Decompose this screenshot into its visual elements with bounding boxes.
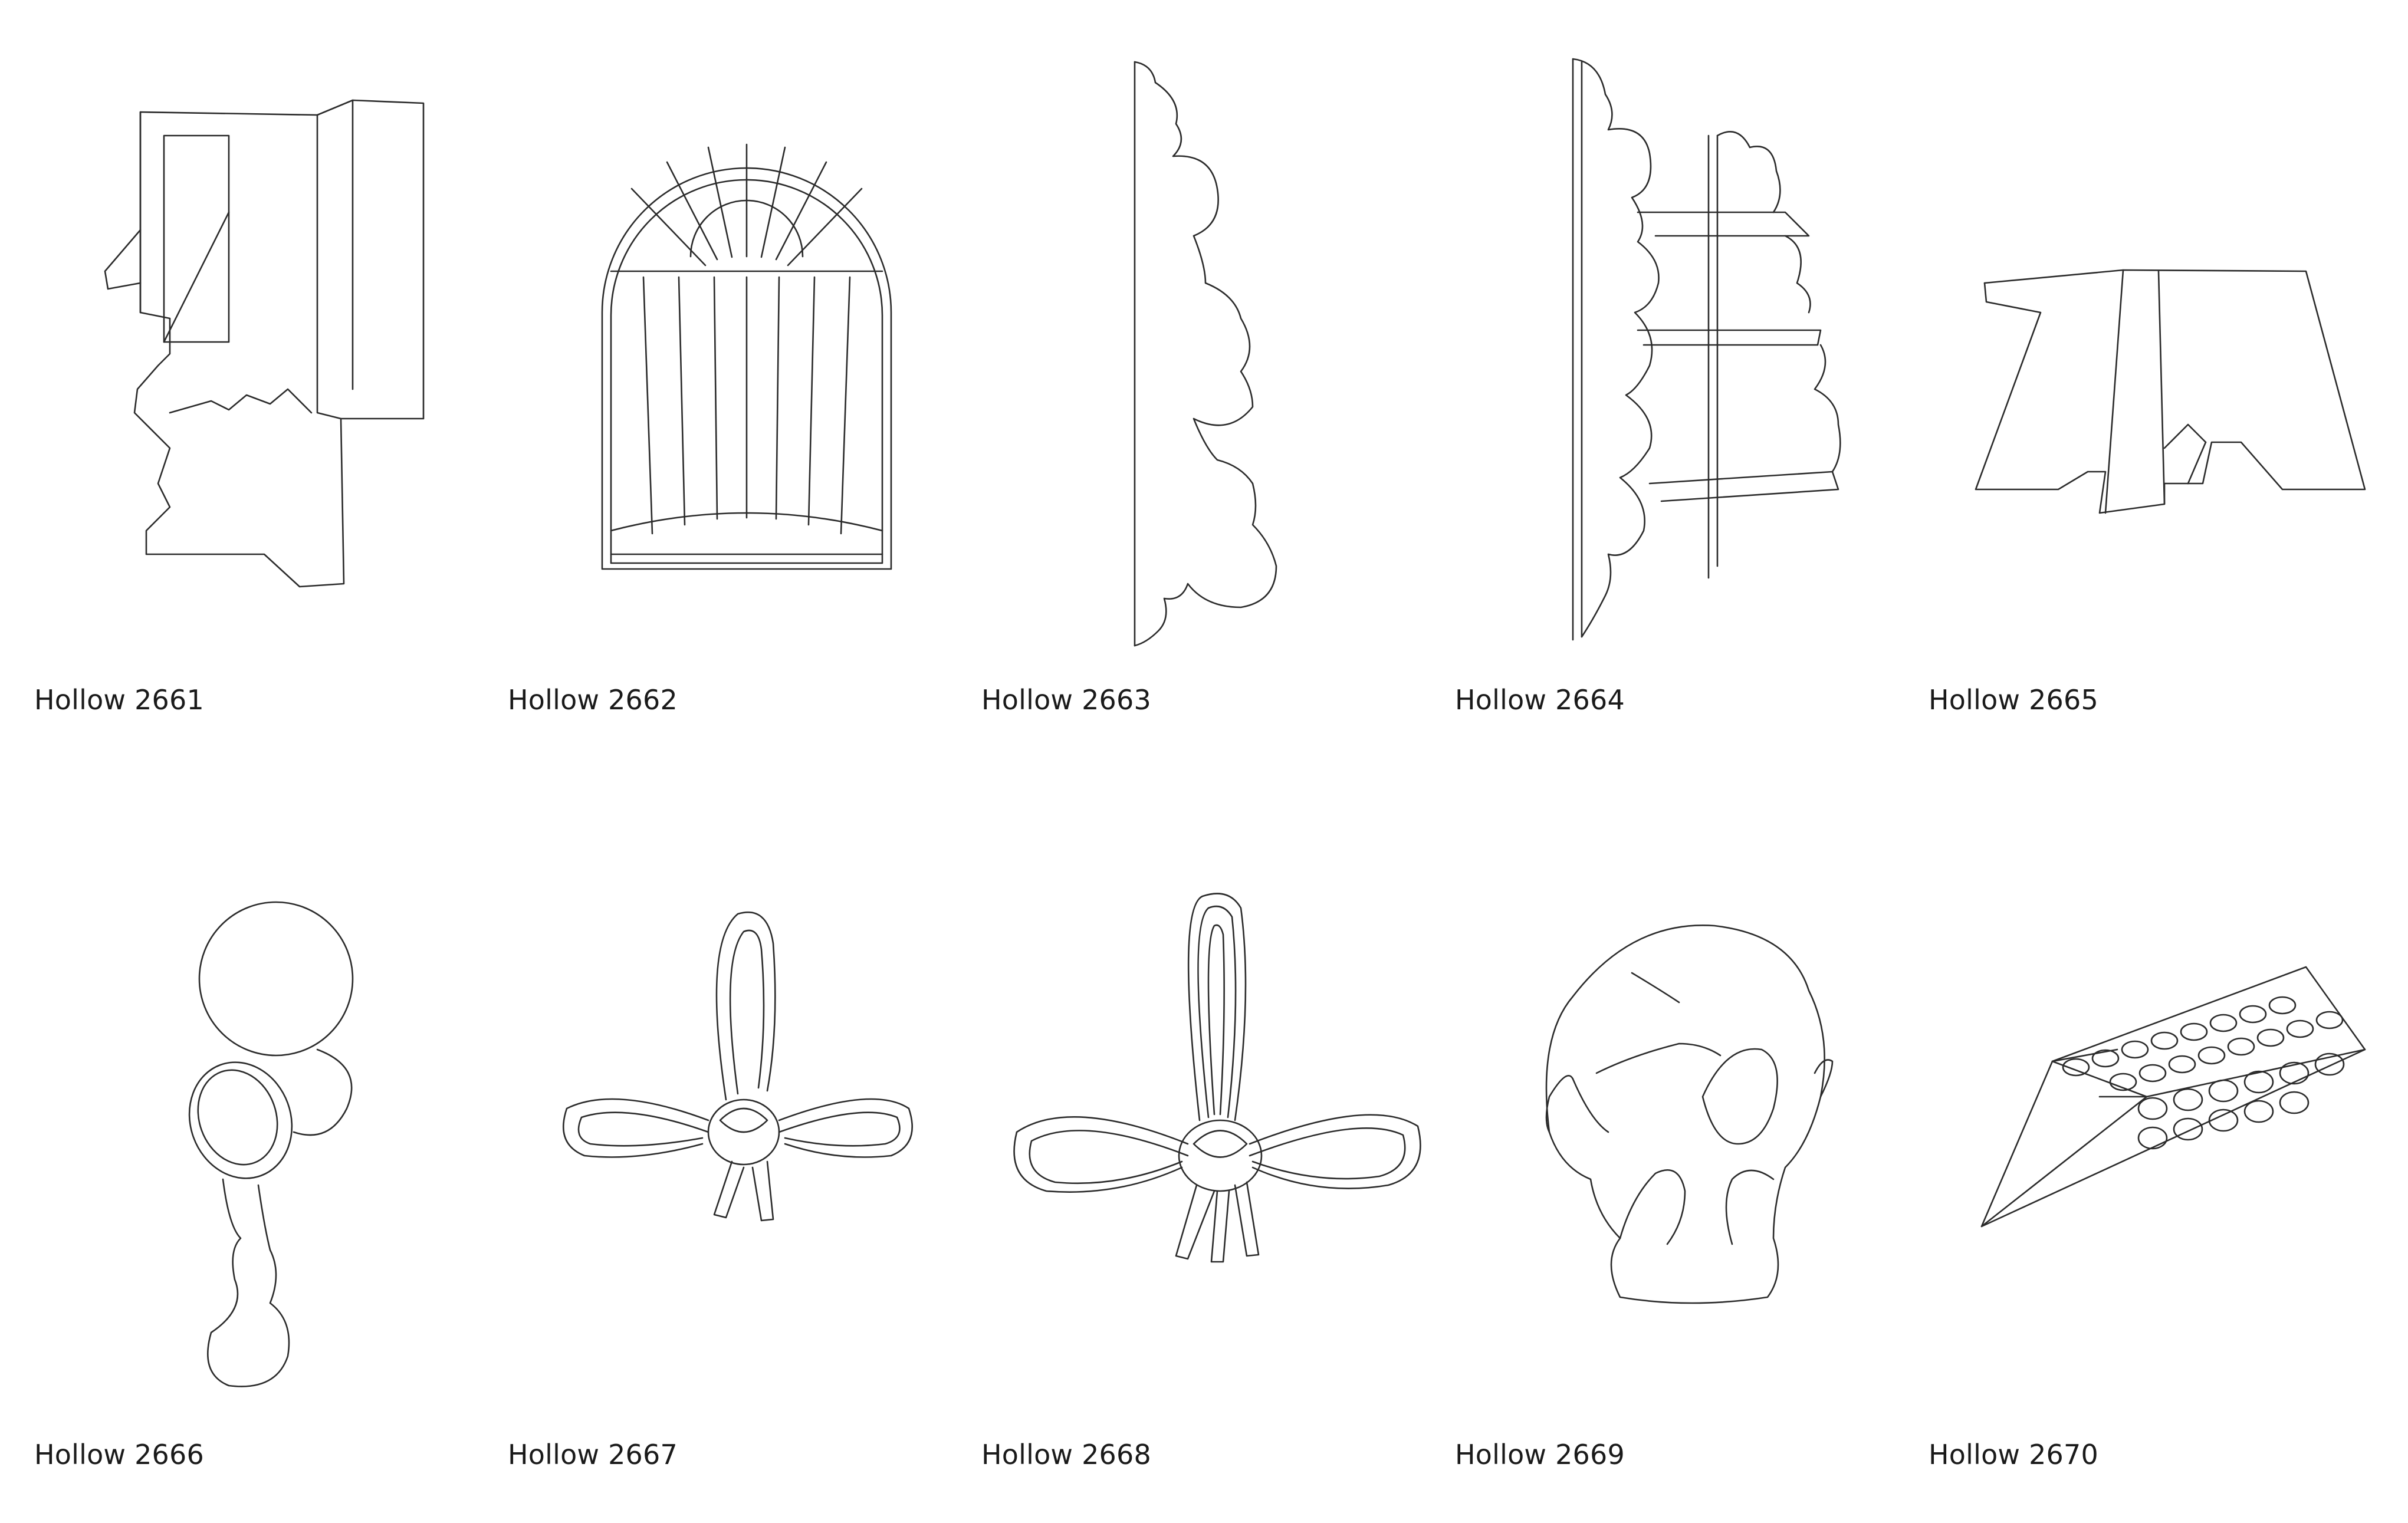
catalog-item[interactable]: Hollow 2668 bbox=[981, 790, 1453, 1498]
folded-table-outline-icon bbox=[1929, 35, 2400, 684]
catalog-item[interactable]: Hollow 2665 bbox=[1929, 35, 2400, 743]
catalog-item[interactable]: Hollow 2669 bbox=[1455, 790, 1927, 1498]
kendama-outline-icon bbox=[34, 790, 506, 1439]
item-label: Hollow 2665 bbox=[1929, 684, 2098, 716]
cloud-shelf-outline-icon bbox=[1455, 35, 1927, 684]
item-label: Hollow 2670 bbox=[1929, 1439, 2098, 1471]
knot-bow-double-outline-icon bbox=[981, 790, 1453, 1439]
item-label: Hollow 2664 bbox=[1455, 684, 1625, 716]
catalog-item[interactable]: Hollow 2663 bbox=[981, 35, 1453, 743]
catalog-item[interactable]: Hollow 2667 bbox=[508, 790, 980, 1498]
item-label: Hollow 2668 bbox=[981, 1439, 1151, 1471]
item-label: Hollow 2666 bbox=[34, 1439, 204, 1471]
item-label: Hollow 2663 bbox=[981, 684, 1151, 716]
item-label: Hollow 2667 bbox=[508, 1439, 678, 1471]
cloud-panel-outline-icon bbox=[981, 35, 1453, 684]
arched-window-outline-icon bbox=[508, 35, 980, 684]
knot-bow-outline-icon bbox=[508, 790, 980, 1439]
catalog-item[interactable]: Hollow 2670 bbox=[1929, 790, 2400, 1498]
item-label: Hollow 2661 bbox=[34, 684, 204, 716]
catalog-item[interactable]: Hollow 2662 bbox=[508, 35, 980, 743]
catalog-item[interactable]: Hollow 2661 bbox=[34, 35, 506, 743]
catalog-item[interactable]: Hollow 2664 bbox=[1455, 35, 1927, 743]
cabinet-outline-icon bbox=[34, 35, 506, 684]
item-label: Hollow 2669 bbox=[1455, 1439, 1625, 1471]
item-label: Hollow 2662 bbox=[508, 684, 678, 716]
grater-outline-icon bbox=[1929, 790, 2400, 1439]
catalog-item[interactable]: Hollow 2666 bbox=[34, 790, 506, 1498]
head-back-outline-icon bbox=[1455, 790, 1927, 1439]
